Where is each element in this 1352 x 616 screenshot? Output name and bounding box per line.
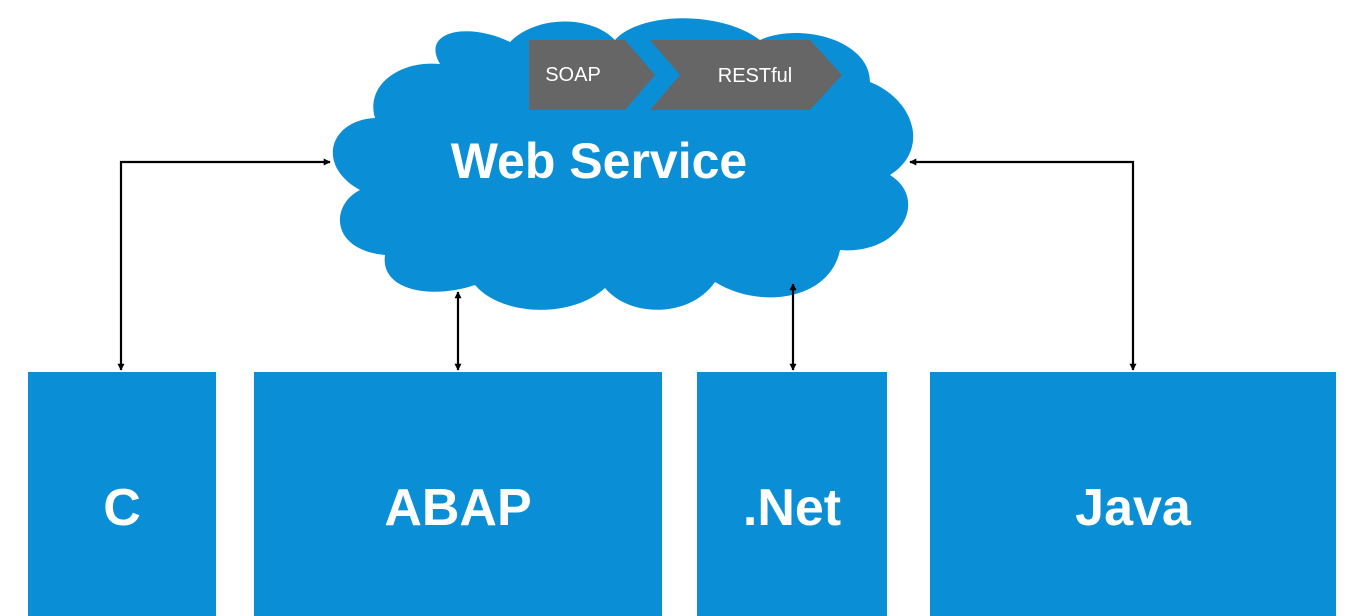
connector-java-cloud	[909, 158, 1137, 371]
platform-c-label: C	[103, 479, 141, 537]
cloud-title: Web Service	[451, 133, 747, 189]
platform-net-box: .Net	[697, 372, 887, 616]
platform-c-box: C	[28, 372, 216, 616]
platform-abap-rect	[254, 372, 662, 616]
platform-abap-box: ABAP	[254, 372, 662, 616]
platform-abap-label: ABAP	[384, 479, 531, 537]
soap-label: SOAP	[545, 64, 601, 86]
platform-java-box: Java	[930, 372, 1336, 616]
protocol-chevrons: SOAP RESTful	[529, 40, 842, 110]
platform-net-rect	[697, 372, 887, 616]
restful-chevron	[650, 40, 842, 110]
platform-java-rect	[930, 372, 1336, 616]
platform-net-label: .Net	[743, 479, 841, 537]
connector-c-cloud	[117, 158, 331, 371]
soap-chevron	[529, 40, 655, 110]
platform-java-label: Java	[1075, 479, 1192, 537]
platform-c-rect	[28, 372, 216, 616]
restful-label: RESTful	[718, 65, 792, 87]
